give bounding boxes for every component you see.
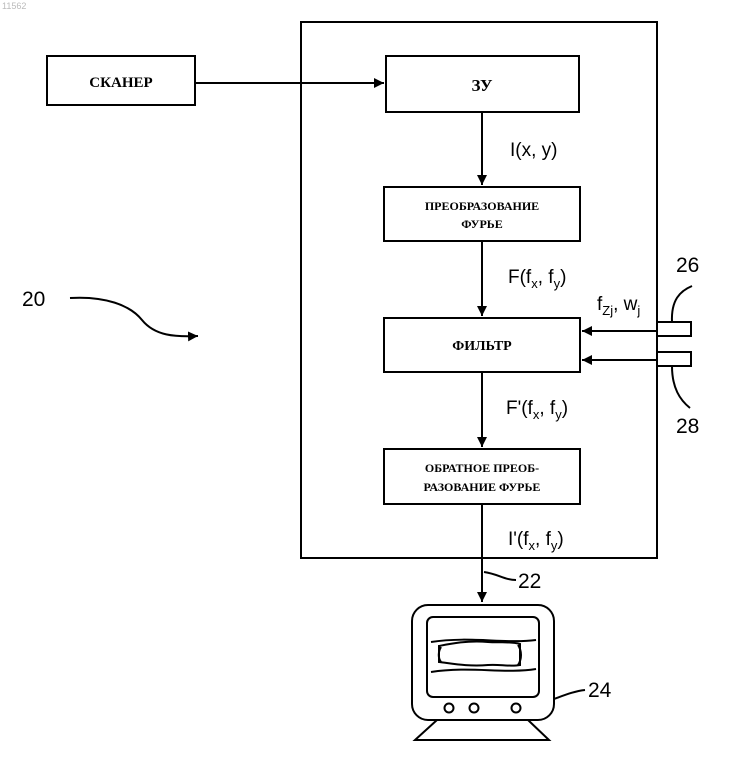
signal-image-label: I(x, y) — [510, 140, 558, 161]
monitor-icon — [412, 605, 554, 740]
ref-22: 22 — [518, 570, 541, 593]
input-port-26 — [657, 322, 691, 336]
memory-label: ЗУ — [471, 76, 493, 95]
input-port-28 — [657, 352, 691, 366]
ref-26-leader — [672, 286, 692, 322]
figure-id: 11562 — [2, 1, 26, 11]
ref-26: 26 — [676, 254, 699, 277]
inverse-label-line2: РАЗОВАНИЕ ФУРЬЕ — [424, 480, 541, 494]
inverse-label-line1: ОБРАТНОЕ ПРЕОБ- — [425, 461, 539, 475]
ref-20-leader — [70, 298, 198, 337]
fourier-label-line1: ПРЕОБРАЗОВАНИЕ — [425, 199, 539, 213]
inverse-fourier-block — [384, 449, 580, 504]
scanner-label: СКАНЕР — [89, 75, 152, 91]
ref-28-leader — [672, 366, 690, 408]
fourier-label-line2: ФУРЬЕ — [461, 217, 502, 231]
fourier-block — [384, 187, 580, 241]
ref-28: 28 — [676, 415, 699, 438]
ref-24: 24 — [588, 679, 612, 702]
filter-label: ФИЛЬТР — [452, 339, 512, 354]
ref-22-leader — [484, 572, 516, 580]
ref-20: 20 — [22, 288, 45, 311]
